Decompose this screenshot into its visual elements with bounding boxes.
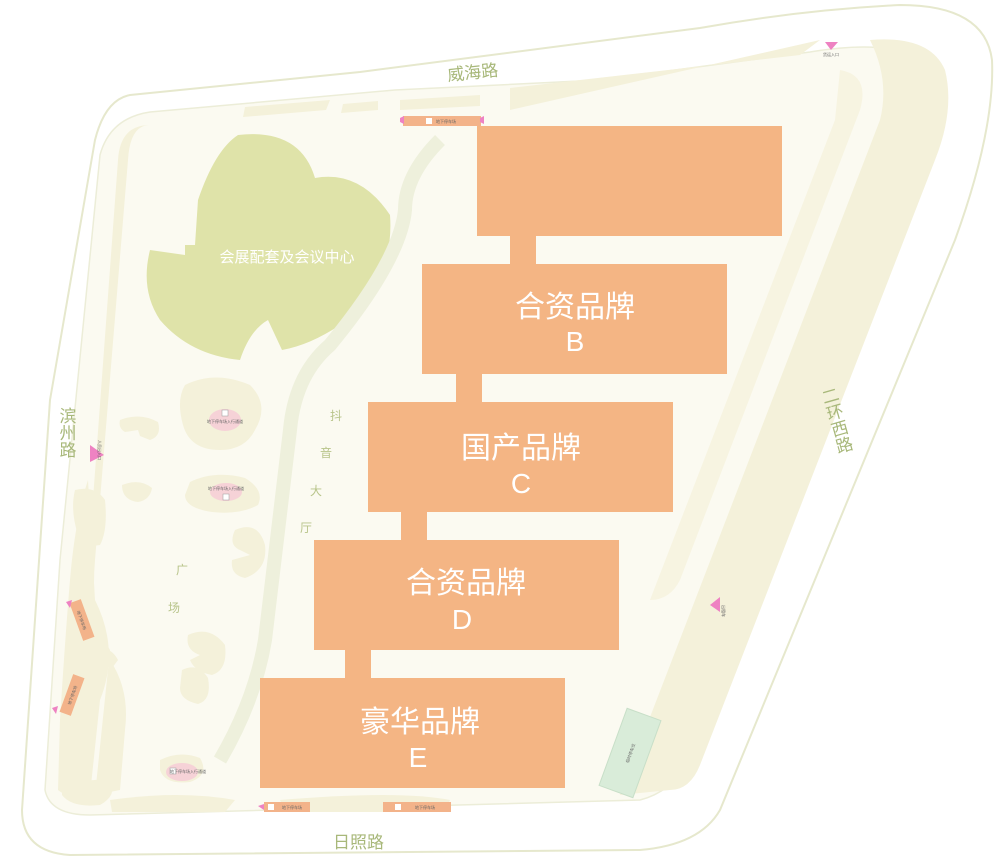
parking-tag-south-1-label: 地下停车场 [282, 804, 302, 810]
ped-passage-1[interactable]: 地下停车场入行通道 [207, 409, 243, 431]
east-strip [598, 707, 662, 799]
avenue-char-2: 音 [320, 445, 332, 460]
hall-d-block [314, 540, 619, 650]
hall-d-letter: D [452, 604, 472, 635]
parking-icon [222, 493, 230, 501]
plaza-blob-5 [122, 482, 152, 502]
ped-passage-2[interactable]: 地下停车场入行通道 [208, 483, 244, 501]
ped-passage-2-label: 地下停车场入行通道 [208, 485, 244, 491]
hall-e-block [260, 678, 565, 788]
hall-d-title: 合资品牌 [406, 567, 526, 600]
north-strip-1 [243, 100, 330, 117]
plaza-char-1: 广 [176, 563, 188, 577]
hall-d[interactable]: 合资品牌 D [314, 540, 619, 650]
avenue-char-3: 大 [310, 484, 322, 498]
parking-tag-south-2-label: 地下停车场 [415, 804, 435, 810]
plaza-blob-3 [231, 527, 266, 578]
ped-passage-3[interactable]: 地下停车场入行通道 [166, 763, 206, 781]
hall-e-letter: E [409, 742, 428, 773]
hall-c-title: 国产品牌 [461, 432, 581, 465]
plaza-blob-10 [73, 488, 106, 546]
pink-marker-small [480, 116, 484, 124]
convention-center-label: 会展配套及会议中心 [219, 249, 354, 266]
plaza-blob-9 [62, 779, 113, 806]
hall-a-block [477, 126, 782, 236]
ped-passage-1-label: 地下停车场入行通道 [207, 418, 243, 424]
hall-connector-cd [401, 510, 427, 542]
plaza-char-2: 场 [168, 601, 180, 615]
hall-e[interactable]: 豪华品牌 E [260, 678, 565, 788]
pink-flag-icon [710, 597, 720, 612]
parking-tag-south-1[interactable]: 地下停车场 [264, 802, 310, 812]
plaza-blob-12 [110, 795, 235, 812]
ped-passage-3-label: 地下停车场入行通道 [170, 768, 206, 774]
parking-icon [395, 804, 401, 810]
avenue-path [213, 135, 446, 764]
parking-tag-west-1[interactable]: 地下停车场 [69, 599, 95, 641]
hall-b-block [422, 264, 727, 374]
convention-center [146, 134, 391, 360]
entrance-east-label: 出租车 [721, 605, 727, 617]
west-band [87, 125, 150, 795]
north-strip-4 [510, 40, 820, 110]
avenue-char-1: 抖 [330, 409, 342, 423]
parking-tag-north-label: 地下停车场 [436, 118, 456, 124]
hall-connector-bc [456, 372, 482, 404]
hall-e-title: 豪华品牌 [360, 706, 480, 739]
pink-marker-small [400, 116, 404, 124]
east-inner-band [650, 70, 863, 600]
parking-icon [268, 804, 274, 810]
hall-a[interactable] [477, 126, 782, 236]
entrance-ne-label: 货运入口 [823, 51, 839, 57]
hall-connector-ab [510, 236, 536, 266]
entrance-west[interactable]: 人员出入口 [90, 440, 104, 462]
east-land-band [620, 39, 949, 795]
parking-icon [426, 118, 432, 124]
hall-b[interactable]: 合资品牌 B [422, 264, 727, 374]
hall-b-letter: B [566, 326, 585, 357]
avenue-char-4: 厅 [300, 521, 312, 535]
hall-c-block [368, 402, 673, 512]
plaza-blob-4 [119, 416, 159, 440]
north-strip-2 [341, 101, 378, 113]
entrance-east[interactable]: 出租车 [710, 597, 727, 617]
parking-tag-south-2[interactable]: 地下停车场 [383, 802, 451, 812]
plaza-blob-11 [94, 648, 118, 668]
parking-icon [169, 767, 177, 775]
pink-marker-small [52, 706, 58, 714]
pink-flag-icon [825, 42, 838, 50]
plaza-blob-7 [180, 667, 209, 704]
hall-c-letter: C [511, 468, 531, 499]
entrance-west-label: 人员出入口 [97, 440, 103, 460]
parking-tag-west-2[interactable]: 地下停车场 [59, 674, 85, 716]
plaza-blob-6 [187, 631, 226, 675]
hall-connector-de [345, 648, 371, 680]
hall-b-title: 合资品牌 [515, 291, 635, 324]
north-strip-3 [400, 95, 480, 110]
parking-icon [221, 409, 229, 417]
road-south-label: 日照路 [333, 833, 384, 852]
pink-marker-small [258, 804, 264, 810]
pink-marker-small [66, 600, 72, 608]
road-west-label: 滨州路 [57, 407, 77, 458]
entrance-ne[interactable]: 货运入口 [823, 42, 839, 57]
pink-flag-icon [90, 445, 104, 462]
hall-c[interactable]: 国产品牌 C [368, 402, 673, 512]
parking-tag-north[interactable]: 地下停车场 [403, 116, 481, 126]
